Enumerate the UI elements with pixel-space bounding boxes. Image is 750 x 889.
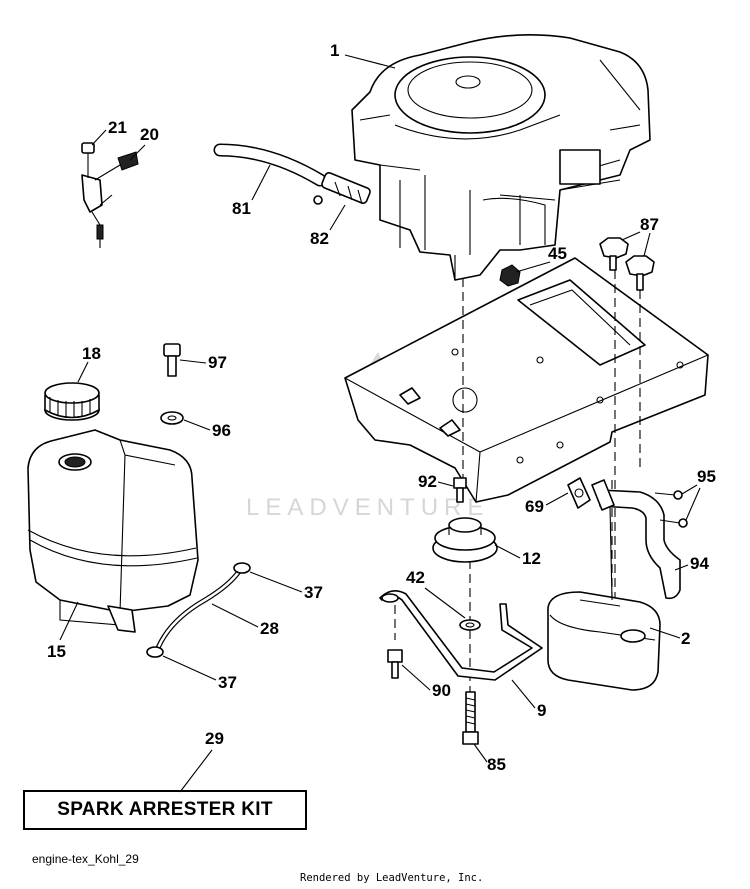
callout-96: 96: [212, 421, 231, 440]
callout-28: 28: [260, 619, 279, 638]
washer-part-96[interactable]: [160, 411, 184, 425]
callout-87: 87: [640, 215, 659, 234]
callout-37-upper: 37: [304, 583, 323, 602]
spark-arrester-kit-box[interactable]: SPARK ARRESTER KIT: [23, 790, 307, 830]
bolt-part-90[interactable]: [387, 649, 403, 679]
muffler-part-2[interactable]: [547, 591, 661, 691]
callout-97: 97: [208, 353, 227, 372]
callout-12: 12: [522, 549, 541, 568]
callout-9: 9: [537, 701, 546, 720]
callout-18: 18: [82, 344, 101, 363]
callout-1: 1: [330, 41, 339, 60]
screw-part-21[interactable]: [81, 142, 95, 178]
fuel-hose-part-81[interactable]: [213, 143, 327, 187]
pulley-part-12[interactable]: [432, 517, 498, 563]
screw-part-95[interactable]: [654, 490, 688, 528]
washer-part-42[interactable]: [459, 619, 481, 631]
frame-plate: [344, 257, 709, 503]
callout-15: 15: [47, 642, 66, 661]
fuel-cap-part-18[interactable]: [44, 382, 100, 421]
spark-arrester-kit-label: SPARK ARRESTER KIT: [57, 799, 273, 820]
callout-85: 85: [487, 755, 506, 774]
callout-82: 82: [310, 229, 329, 248]
callout-81: 81: [232, 199, 251, 218]
callout-92: 92: [418, 472, 437, 491]
bolt-part-97[interactable]: [163, 343, 181, 377]
callout-29: 29: [205, 729, 224, 748]
callout-2: 2: [681, 629, 690, 648]
fuel-line-part-28[interactable]: [155, 567, 243, 651]
callout-90: 90: [432, 681, 451, 700]
engine-part-1[interactable]: [351, 34, 651, 281]
nut-part-45[interactable]: [499, 264, 521, 287]
callout-37-lower: 37: [218, 673, 237, 692]
bolt-part-92[interactable]: [453, 477, 467, 503]
callout-45: 45: [548, 244, 567, 263]
diagram-file-id: engine-tex_Kohl_29: [32, 852, 139, 866]
choke-bracket-part-20[interactable]: [81, 151, 139, 248]
callout-20: 20: [140, 125, 159, 144]
fuel-filter-part-82[interactable]: [313, 171, 371, 205]
render-credit: Rendered by LeadVenture, Inc.: [300, 872, 484, 884]
callout-42: 42: [406, 568, 425, 587]
bracket-part-9[interactable]: [379, 590, 543, 681]
callout-95: 95: [697, 467, 716, 486]
bolt-part-85[interactable]: [462, 691, 479, 745]
exhaust-pipe-part-94[interactable]: [599, 489, 681, 601]
knob-part-87[interactable]: [599, 237, 655, 291]
callout-94: 94: [690, 554, 709, 573]
clamp-part-37-upper[interactable]: [233, 562, 251, 574]
callout-21: 21: [108, 118, 127, 137]
clamp-part-37-lower[interactable]: [146, 646, 164, 658]
gasket-part-69[interactable]: [567, 477, 615, 511]
callout-69: 69: [525, 497, 544, 516]
fuel-tank-part-15[interactable]: [27, 429, 199, 633]
watermark-text: LEADVENTURE: [246, 494, 489, 521]
